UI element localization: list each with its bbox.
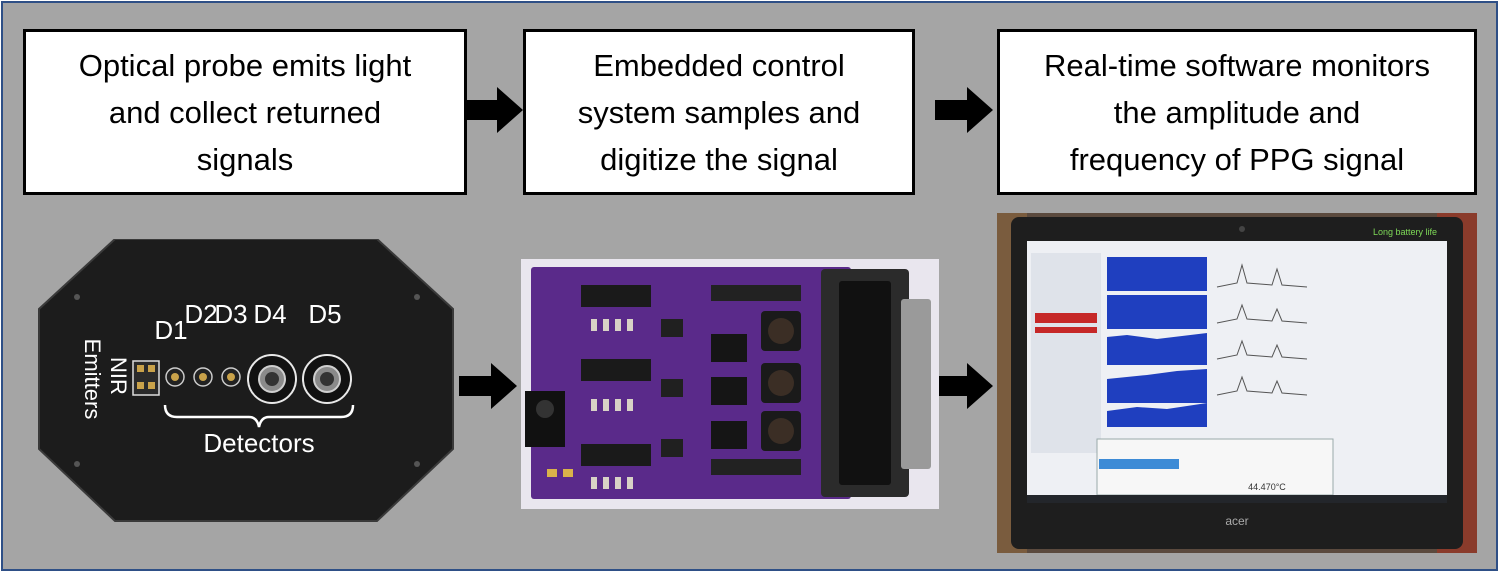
nir-label: NIR xyxy=(106,357,131,395)
detector-label-d3: D3 xyxy=(214,299,247,329)
detectors-label: Detectors xyxy=(203,428,314,458)
laptop-software-photo: Long battery life 44.470°C acer xyxy=(997,213,1477,553)
laptop-brand: acer xyxy=(1225,514,1248,528)
detector-label-d4: D4 xyxy=(253,299,286,329)
pin-header xyxy=(581,285,801,475)
control-board-photo xyxy=(521,259,939,509)
emitters-label: Emitters xyxy=(80,339,105,420)
step-box-software: Real-time software monitors the amplitud… xyxy=(997,29,1477,195)
arrow-right-icon xyxy=(935,87,993,133)
ppg-frequency-panels xyxy=(1216,263,1308,396)
nir-emitters-label: NIR Emitters xyxy=(80,339,131,420)
arrow-right-icon xyxy=(935,363,993,409)
detector-label-d5: D5 xyxy=(308,299,341,329)
step-box-control-system: Embedded control system samples and digi… xyxy=(523,29,915,195)
optical-probe-photo: D1 D2 D3 D4 D5 NIR Emitters Detectors xyxy=(38,239,454,522)
ppg-amplitude-panels xyxy=(1107,257,1207,427)
step-text-software: Real-time software monitors the amplitud… xyxy=(1044,47,1430,177)
temperature-readout: 44.470°C xyxy=(1248,482,1286,492)
arrow-right-icon xyxy=(459,363,517,409)
detector-label-d2: D2 xyxy=(184,299,217,329)
step-text-control-system: Embedded control system samples and digi… xyxy=(577,47,861,177)
step-text-probe: Optical probe emits light and collect re… xyxy=(78,47,412,177)
arrow-right-icon xyxy=(465,87,523,133)
step-box-probe: Optical probe emits light and collect re… xyxy=(23,29,467,195)
detector-label-d1: D1 xyxy=(154,315,187,345)
battery-badge: Long battery life xyxy=(1373,227,1437,237)
